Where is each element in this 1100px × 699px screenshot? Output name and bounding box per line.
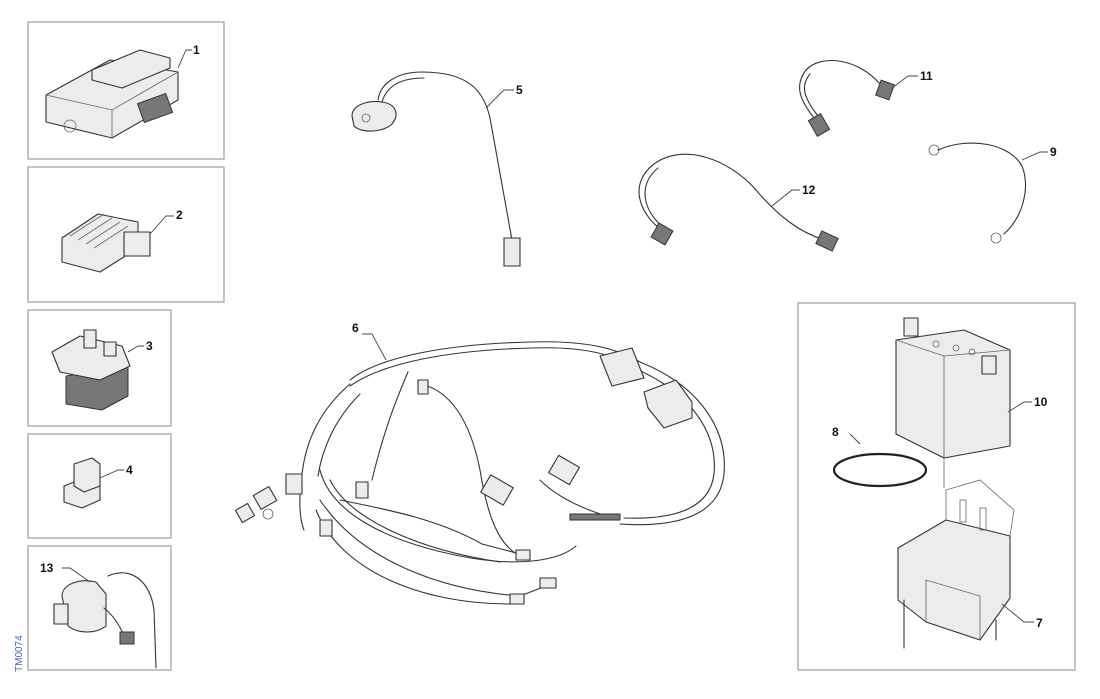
part-10-battery: 10 <box>895 317 1048 459</box>
callout-9: 9 <box>1050 145 1057 159</box>
part-11-cable: 11 <box>799 59 933 137</box>
callout-11: 11 <box>920 69 933 83</box>
callout-8: 8 <box>832 425 839 439</box>
callout-13: 13 <box>40 561 54 575</box>
part-8-ring: 8 <box>832 425 928 488</box>
reference-code: TM0074 <box>14 635 25 672</box>
part-box-3: 3 <box>27 309 172 427</box>
part-box-battery: 10 8 7 <box>797 302 1076 671</box>
callout-5: 5 <box>516 83 523 97</box>
callout-10: 10 <box>1034 395 1048 409</box>
callout-7: 7 <box>1036 616 1043 630</box>
part-box-4: 4 <box>27 433 172 539</box>
part-box-1: 1 <box>27 21 225 160</box>
part-6-harness: 6 <box>234 321 725 605</box>
callout-6: 6 <box>352 321 359 335</box>
callout-1: 1 <box>193 43 200 57</box>
callout-4: 4 <box>126 463 133 477</box>
callout-12: 12 <box>802 183 816 197</box>
callout-3: 3 <box>146 339 153 353</box>
part-12-cable: 12 <box>638 153 839 252</box>
part-box-13: 13 <box>27 545 172 671</box>
part-5-sensor: 5 <box>351 71 523 267</box>
part-box-2: 2 <box>27 166 225 303</box>
callout-2: 2 <box>176 208 183 222</box>
part-9-cable: 9 <box>928 142 1057 244</box>
part-7-tray: 7 <box>897 479 1043 649</box>
